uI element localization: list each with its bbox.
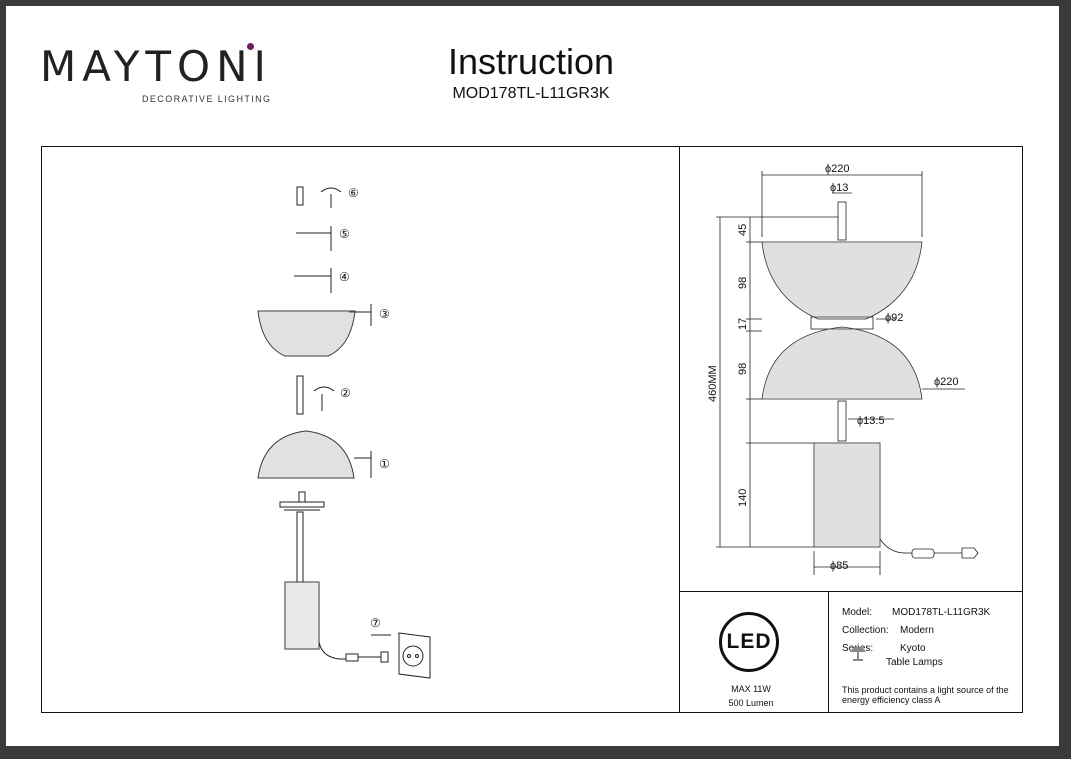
fitting-plate — [279, 501, 325, 508]
collection-label: Collection: — [842, 625, 889, 636]
table-lamp-icon — [850, 647, 866, 661]
socket-pin — [415, 654, 419, 658]
collection-value: Modern — [900, 625, 934, 636]
spec-divider-vertical — [828, 591, 830, 713]
drawing-plug-icon — [961, 547, 979, 559]
dim-upper-shade-height: 98 — [737, 277, 749, 289]
step-1-label: ① — [379, 457, 390, 471]
drawing-upper-shade-fill — [762, 242, 922, 319]
dim-lower-shade-height: 98 — [737, 363, 749, 375]
cap-part — [296, 186, 304, 206]
drawing-rod-mid — [837, 400, 847, 442]
logo-accent-dot — [247, 43, 254, 50]
drawing-lower-shade-fill — [762, 327, 922, 399]
drawing-switch-icon — [911, 548, 935, 559]
dim-base-diameter: ϕ85 — [830, 560, 848, 572]
lower-shade-fill — [257, 430, 355, 479]
lamp-type: Table Lamps — [886, 657, 943, 668]
max-power: MAX 11W — [731, 684, 771, 694]
dim-neck-diameter: ϕ92 — [885, 312, 903, 324]
brand-logo: MAYTONI — [40, 42, 272, 91]
base-fill — [284, 581, 320, 650]
lumen-output: 500 Lumen — [728, 698, 774, 708]
dim-lower-shade-diameter: ϕ220 — [934, 376, 959, 388]
model-value: MOD178TL-L11GR3K — [892, 607, 991, 618]
page-title: Instruction — [447, 41, 615, 82]
stem-part — [296, 511, 304, 583]
drawing-lower-shade — [761, 326, 923, 400]
dim-total-height: 460MM — [707, 365, 719, 402]
drawing-neck — [810, 316, 874, 330]
series-value: Kyoto — [900, 643, 926, 654]
upper-shade-fill — [257, 310, 356, 357]
drawing-rod-top — [837, 201, 847, 241]
fitting-part — [298, 491, 306, 503]
step-2-label: ② — [340, 386, 351, 400]
socket-pin — [407, 654, 411, 658]
model-label: Model: — [842, 607, 873, 618]
dim-neck-height: 17 — [737, 318, 749, 330]
drawing-base-fill — [814, 443, 880, 547]
step-7-label: ⑦ — [370, 616, 381, 630]
step-3-label: ③ — [379, 307, 390, 321]
energy-class-note: This product contains a light source of … — [842, 685, 1009, 705]
led-badge-icon: LED — [719, 612, 779, 672]
dim-rod-top-diameter: ϕ13 — [830, 182, 848, 194]
model-code-heading: MOD178TL-L11GR3K — [452, 85, 610, 102]
socket-face — [402, 645, 424, 667]
instruction-sheet: MAYTONI DECORATIVE LIGHTING Instruction … — [6, 6, 1059, 746]
plug-icon — [380, 651, 389, 663]
drawing-upper-shade — [761, 241, 923, 320]
dim-rod-top-height: 45 — [737, 224, 749, 236]
dim-base-height: 140 — [737, 489, 749, 507]
rotate-arrow-icon — [320, 187, 342, 193]
dim-top-diameter: ϕ220 — [825, 163, 850, 175]
power-cord — [318, 641, 346, 660]
drawing-cord — [879, 538, 912, 554]
step-6-label: ⑥ — [348, 186, 359, 200]
wall-socket-icon — [398, 632, 431, 679]
cord-switch-icon — [345, 653, 359, 662]
frame-divider — [679, 146, 681, 713]
step-5-label: ⑤ — [339, 227, 350, 241]
rotate-arrow-icon — [313, 386, 335, 392]
drawing-base — [813, 442, 881, 548]
dim-rod-mid-diameter: ϕ13.5 — [857, 415, 885, 427]
assembly-diagram: ⑥ ⑤ ④ ③ ② ① ⑦ — [257, 186, 431, 679]
rod-part — [296, 375, 304, 415]
dimension-drawing: ϕ220 ϕ13 ϕ92 ϕ220 ϕ13.5 ϕ85 460MM 45 98 … — [707, 163, 979, 575]
content-frame — [41, 146, 1023, 713]
spec-divider — [679, 591, 1023, 593]
step-4-label: ④ — [339, 270, 350, 284]
brand-tagline: DECORATIVE LIGHTING — [142, 94, 272, 104]
